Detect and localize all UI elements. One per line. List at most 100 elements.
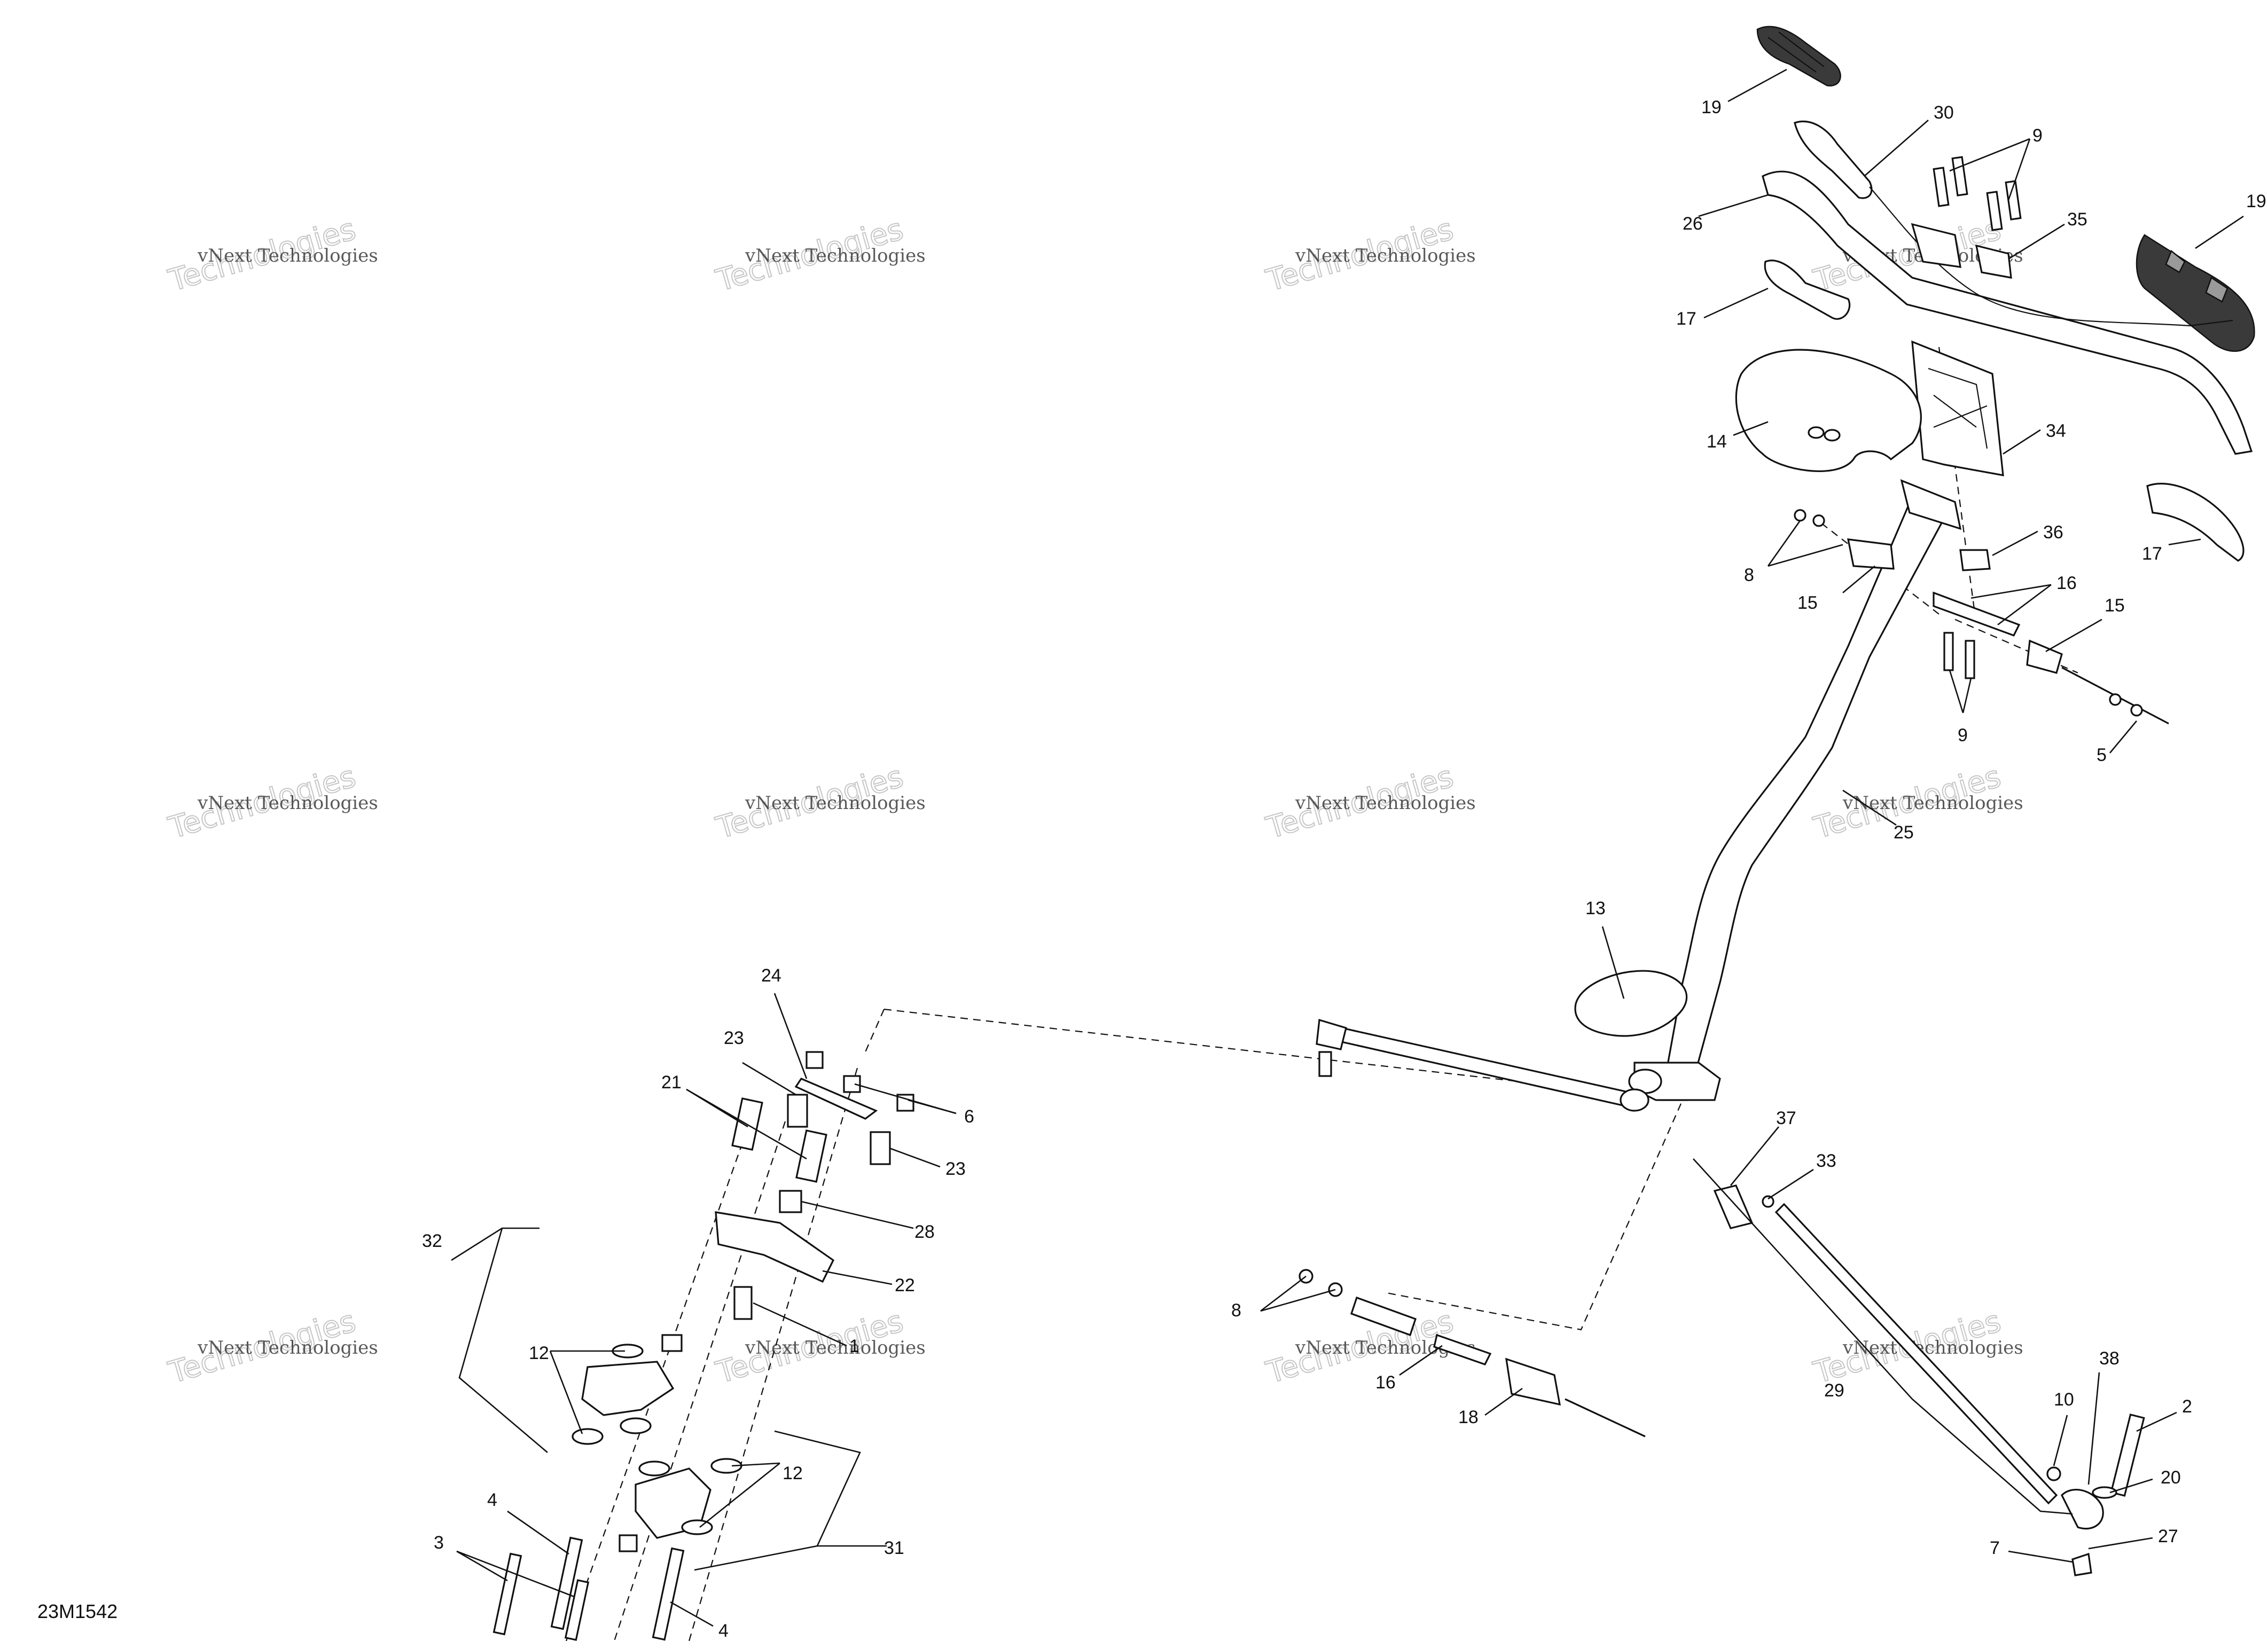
callout-5: 5 — [2097, 745, 2107, 765]
callout-27: 27 — [2158, 1526, 2178, 1546]
watermark-text: vNext Technologies — [1295, 245, 1476, 266]
watermark: Technologies vNext Technologies — [1262, 211, 1476, 299]
callout-labels: 19 30 9 26 35 19 17 14 34 36 17 8 15 16 … — [422, 97, 2266, 1641]
watermark-text: vNext Technologies — [1295, 792, 1476, 814]
drag-link — [1713, 1184, 2145, 1576]
link-37 — [1713, 1184, 1754, 1229]
callout-9: 9 — [1958, 725, 1968, 745]
callout-36: 36 — [2043, 522, 2063, 543]
watermark: Technologies vNext Technologies — [164, 759, 378, 846]
callout-21: 21 — [661, 1072, 682, 1093]
callout-22: 22 — [895, 1275, 915, 1295]
callout-37: 37 — [1776, 1108, 1796, 1128]
tie-rod — [1316, 1018, 1649, 1112]
grip-30 — [1794, 120, 1873, 199]
block-15-right — [2026, 639, 2063, 674]
callout-33: 33 — [1816, 1151, 1836, 1171]
callout-9: 9 — [2032, 125, 2043, 146]
callout-4: 4 — [718, 1621, 729, 1641]
watermark: Technologies vNext Technologies — [711, 759, 926, 846]
callout-38: 38 — [2099, 1348, 2120, 1369]
callout-10: 10 — [2054, 1389, 2074, 1410]
bolt-4b — [652, 1547, 685, 1641]
watermark: Technologies vNext Technologies — [1262, 759, 1475, 846]
callout-32: 32 — [422, 1231, 442, 1251]
steering-link-path — [883, 1008, 1684, 1331]
spacer-23b — [870, 1131, 891, 1165]
callout-19: 19 — [2246, 191, 2266, 211]
callout-12: 12 — [783, 1463, 803, 1483]
watermark-text: vNext Technologies — [197, 245, 378, 266]
plate-24 — [794, 1078, 878, 1120]
bracket-32 — [581, 1361, 675, 1416]
callout-15: 15 — [1797, 593, 1818, 613]
pin-1 — [733, 1286, 753, 1320]
bar-end-17-right — [2146, 483, 2244, 562]
callout-26: 26 — [1683, 214, 1703, 234]
callout-17: 17 — [2142, 544, 2162, 564]
watermark-text: vNext Technologies — [1842, 1337, 2023, 1359]
callout-25: 25 — [1894, 822, 1914, 843]
cover-13 — [1574, 970, 1688, 1037]
watermark: Technologies vNext Technologies — [1809, 759, 2023, 846]
leader-lines — [451, 68, 2244, 1627]
rod-33 — [1774, 1203, 2058, 1505]
callout-28: 28 — [914, 1222, 935, 1242]
watermark-text: vNext Technologies — [197, 792, 378, 814]
bracket-22 — [715, 1211, 835, 1283]
callout-19: 19 — [1701, 97, 1722, 117]
end-38 — [2061, 1489, 2104, 1530]
callout-14: 14 — [1707, 431, 1727, 452]
block-16 — [1933, 591, 2021, 637]
callout-18: 18 — [1458, 1407, 1479, 1427]
handlebar-26 — [1762, 170, 2253, 455]
callout-3: 3 — [434, 1533, 444, 1553]
callout-2: 2 — [2182, 1396, 2192, 1417]
watermark-text: vNext Technologies — [745, 245, 926, 266]
watermark: Technologies vNext Technologies — [711, 211, 926, 299]
spacer-23a — [787, 1094, 808, 1128]
bolts-9-top — [1933, 156, 2022, 231]
callout-30: 30 — [1934, 103, 1954, 123]
callout-23: 23 — [945, 1159, 966, 1179]
grip-19-right — [2136, 234, 2255, 352]
steering-column-25 — [1628, 479, 1962, 1101]
block-16-lower — [1350, 1296, 1417, 1337]
callout-1: 1 — [849, 1336, 859, 1356]
watermark-text: vNext Technologies — [197, 1337, 378, 1359]
callout-29: 29 — [1824, 1380, 1844, 1401]
diagram-code: 23M1542 — [37, 1600, 118, 1622]
riser-34 — [1911, 340, 2004, 476]
callout-34: 34 — [2046, 421, 2066, 441]
block-18 — [1505, 1357, 1561, 1406]
callout-16: 16 — [2056, 573, 2077, 593]
callout-8: 8 — [1744, 565, 1754, 585]
callout-31: 31 — [884, 1538, 904, 1558]
callout-23: 23 — [724, 1028, 744, 1048]
bolt-4a — [550, 1536, 583, 1630]
watermark: Technologies vNext Technologies — [164, 211, 378, 299]
callout-8: 8 — [1231, 1300, 1241, 1321]
callout-35: 35 — [2067, 209, 2087, 230]
callout-13: 13 — [1585, 898, 1606, 918]
block-15-left — [1847, 538, 1895, 570]
callout-17: 17 — [1676, 309, 1696, 329]
bracket-36 — [1959, 549, 1991, 571]
bushing-21b — [795, 1129, 827, 1183]
bar-end-17-left — [1764, 260, 1851, 320]
callout-6: 6 — [964, 1106, 974, 1127]
callout-4: 4 — [487, 1490, 497, 1510]
callout-12: 12 — [529, 1343, 549, 1363]
grip-19-top — [1756, 26, 1841, 87]
bolt-3a — [492, 1552, 522, 1636]
watermark-text: vNext Technologies — [745, 792, 926, 814]
callout-15: 15 — [2105, 595, 2125, 616]
bolt-3b — [564, 1579, 590, 1641]
steering-support-stack — [492, 1051, 914, 1641]
assembly-dashed-lines — [565, 347, 2078, 1641]
handlebar-assembly — [1735, 26, 2255, 562]
handlebar-pad-14 — [1735, 349, 1922, 472]
callout-16: 16 — [1375, 1372, 1396, 1393]
